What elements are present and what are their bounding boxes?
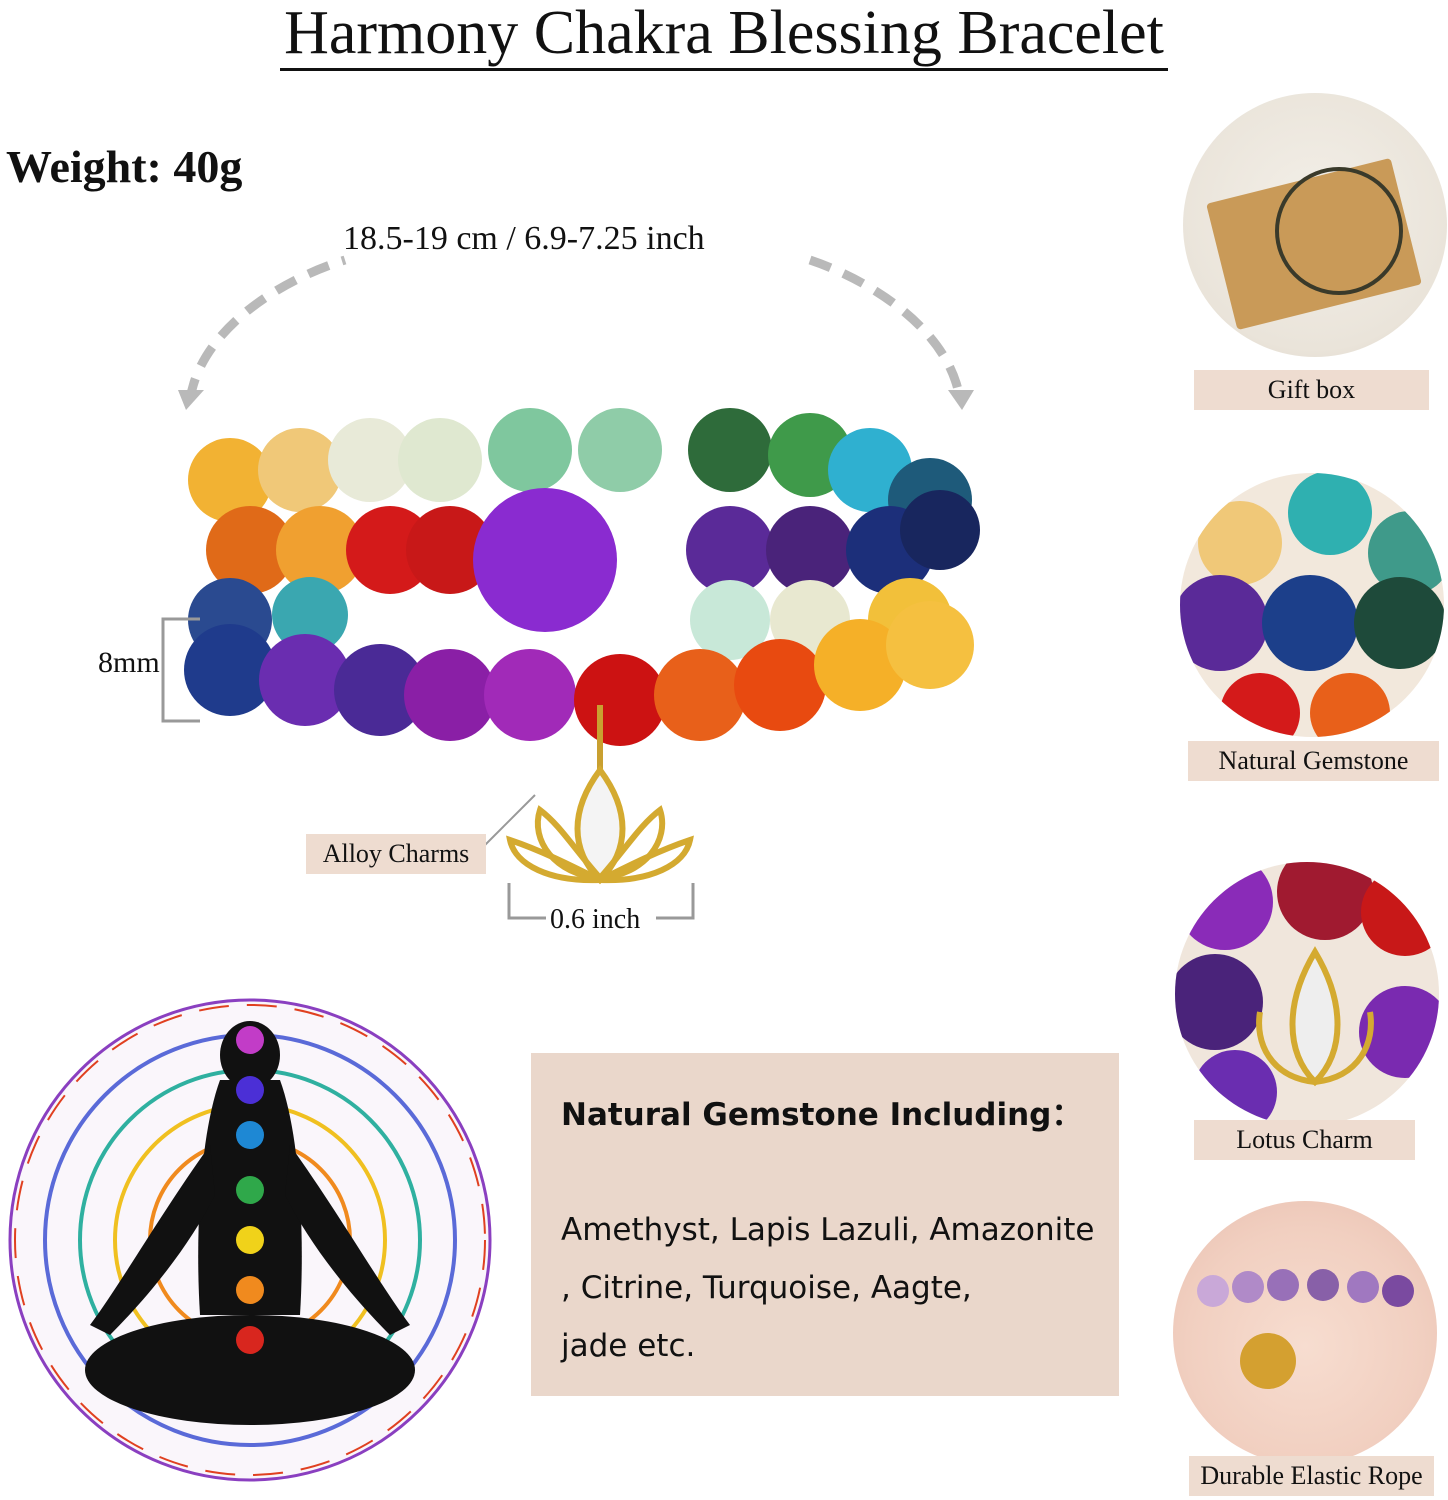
- gift-box-photo: [1183, 93, 1447, 357]
- page-title: Harmony Chakra Blessing Bracelet: [0, 0, 1448, 71]
- bead-size-label: 8mm: [98, 646, 160, 679]
- charm-pointer-line-icon: [484, 794, 536, 846]
- charm-width-label: 0.6 inch: [550, 904, 641, 935]
- top-strand-front: [206, 488, 980, 632]
- weight-label: Weight: 40g: [6, 141, 243, 192]
- bottom-strand: [184, 577, 974, 746]
- thumb-label-elastic-rope: Durable Elastic Rope: [1189, 1456, 1434, 1496]
- gemstone-list: Amethyst, Lapis Lazuli, Amazonite , Citr…: [561, 1201, 1111, 1375]
- lotus-charm-photo: [1175, 862, 1439, 1126]
- lotus-charm-icon: [506, 705, 694, 885]
- thumb-label-lotus-charm: Lotus Charm: [1194, 1120, 1415, 1160]
- elastic-rope-icon: [1197, 1269, 1414, 1389]
- charm-width-bracket-icon: [507, 883, 695, 920]
- gemstone-line-3: jade etc.: [561, 1328, 696, 1364]
- chakra-mandala-illustration: [8, 998, 492, 1482]
- gemstone-line-1: Amethyst, Lapis Lazuli, Amazonite: [561, 1212, 1095, 1248]
- gemstone-info-panel: Natural Gemstone Including： Amethyst, La…: [531, 1053, 1119, 1396]
- length-arc-icon: [178, 255, 974, 410]
- gemstone-line-2: , Citrine, Turquoise, Aagte,: [561, 1270, 972, 1306]
- gemstone-heading: Natural Gemstone Including：: [561, 1097, 1083, 1133]
- thumb-label-gift-box: Gift box: [1194, 370, 1429, 410]
- length-label: 18.5-19 cm / 6.9-7.25 inch: [343, 220, 705, 257]
- box-logo-icon: [1275, 167, 1403, 295]
- bead-size-bracket-icon: [161, 617, 200, 723]
- gemstone-beads-icon: [1180, 473, 1444, 737]
- thumb-label-natural-gemstone: Natural Gemstone: [1188, 741, 1439, 781]
- chakra-points: [236, 1026, 264, 1354]
- alloy-charms-tag: Alloy Charms: [306, 834, 486, 874]
- lotus-charm-photo-icon: [1175, 862, 1439, 1126]
- bracelet-illustration: [184, 408, 980, 746]
- elastic-rope-photo: [1173, 1201, 1437, 1465]
- gemstone-beads-photo: [1180, 473, 1444, 737]
